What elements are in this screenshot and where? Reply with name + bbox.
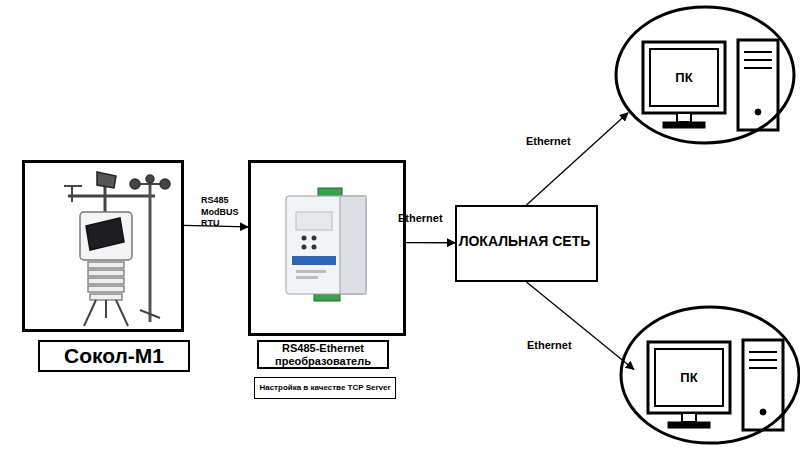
pc-circle: ПК: [619, 305, 800, 445]
pc-label: ПК: [680, 371, 697, 386]
text-holder: ЛОКАЛЬНАЯ СЕТЬ: [455, 205, 594, 278]
caption-box: RS485-Ethernet преобразователь: [257, 340, 389, 369]
pc-circle: ПК: [614, 5, 796, 145]
converter-illustration: [286, 188, 366, 301]
network-box: ЛОКАЛЬНАЯ СЕТЬ: [455, 205, 598, 282]
text-holder: ПК: [669, 366, 709, 390]
pc-label: ПК: [675, 71, 692, 86]
arrow-connector: [184, 225, 248, 227]
config-note: Настройка в качестве TCP Server: [259, 383, 390, 392]
pc-icon: [648, 340, 783, 430]
circle-outline: [614, 5, 796, 145]
device-frame: RS485-Ethernet преобразовательНастройка …: [248, 160, 406, 336]
device-name: RS485-Ethernet преобразователь: [259, 342, 387, 367]
edge-label: Ethernet: [527, 338, 587, 352]
weather-station-illustration: [64, 172, 170, 326]
edge-label: RS485 ModBUS RTU: [201, 195, 243, 230]
pc-icon: [643, 40, 778, 130]
device-name: Сокол-М1: [64, 344, 164, 368]
edge-label: Ethernet: [526, 134, 586, 148]
circle-outline: [619, 305, 800, 445]
arrow-connector: [527, 113, 629, 205]
arrow-connector: [527, 282, 634, 369]
caption-box: Настройка в качестве TCP Server: [254, 377, 396, 399]
device-frame: Сокол-М1: [22, 160, 184, 332]
network-name: ЛОКАЛЬНАЯ СЕТЬ: [459, 233, 591, 249]
text-holder: ПК: [664, 66, 704, 90]
edge-label: Ethernet: [398, 211, 458, 225]
arrow-connector: [406, 242, 455, 243]
caption-box: Сокол-М1: [38, 340, 190, 372]
